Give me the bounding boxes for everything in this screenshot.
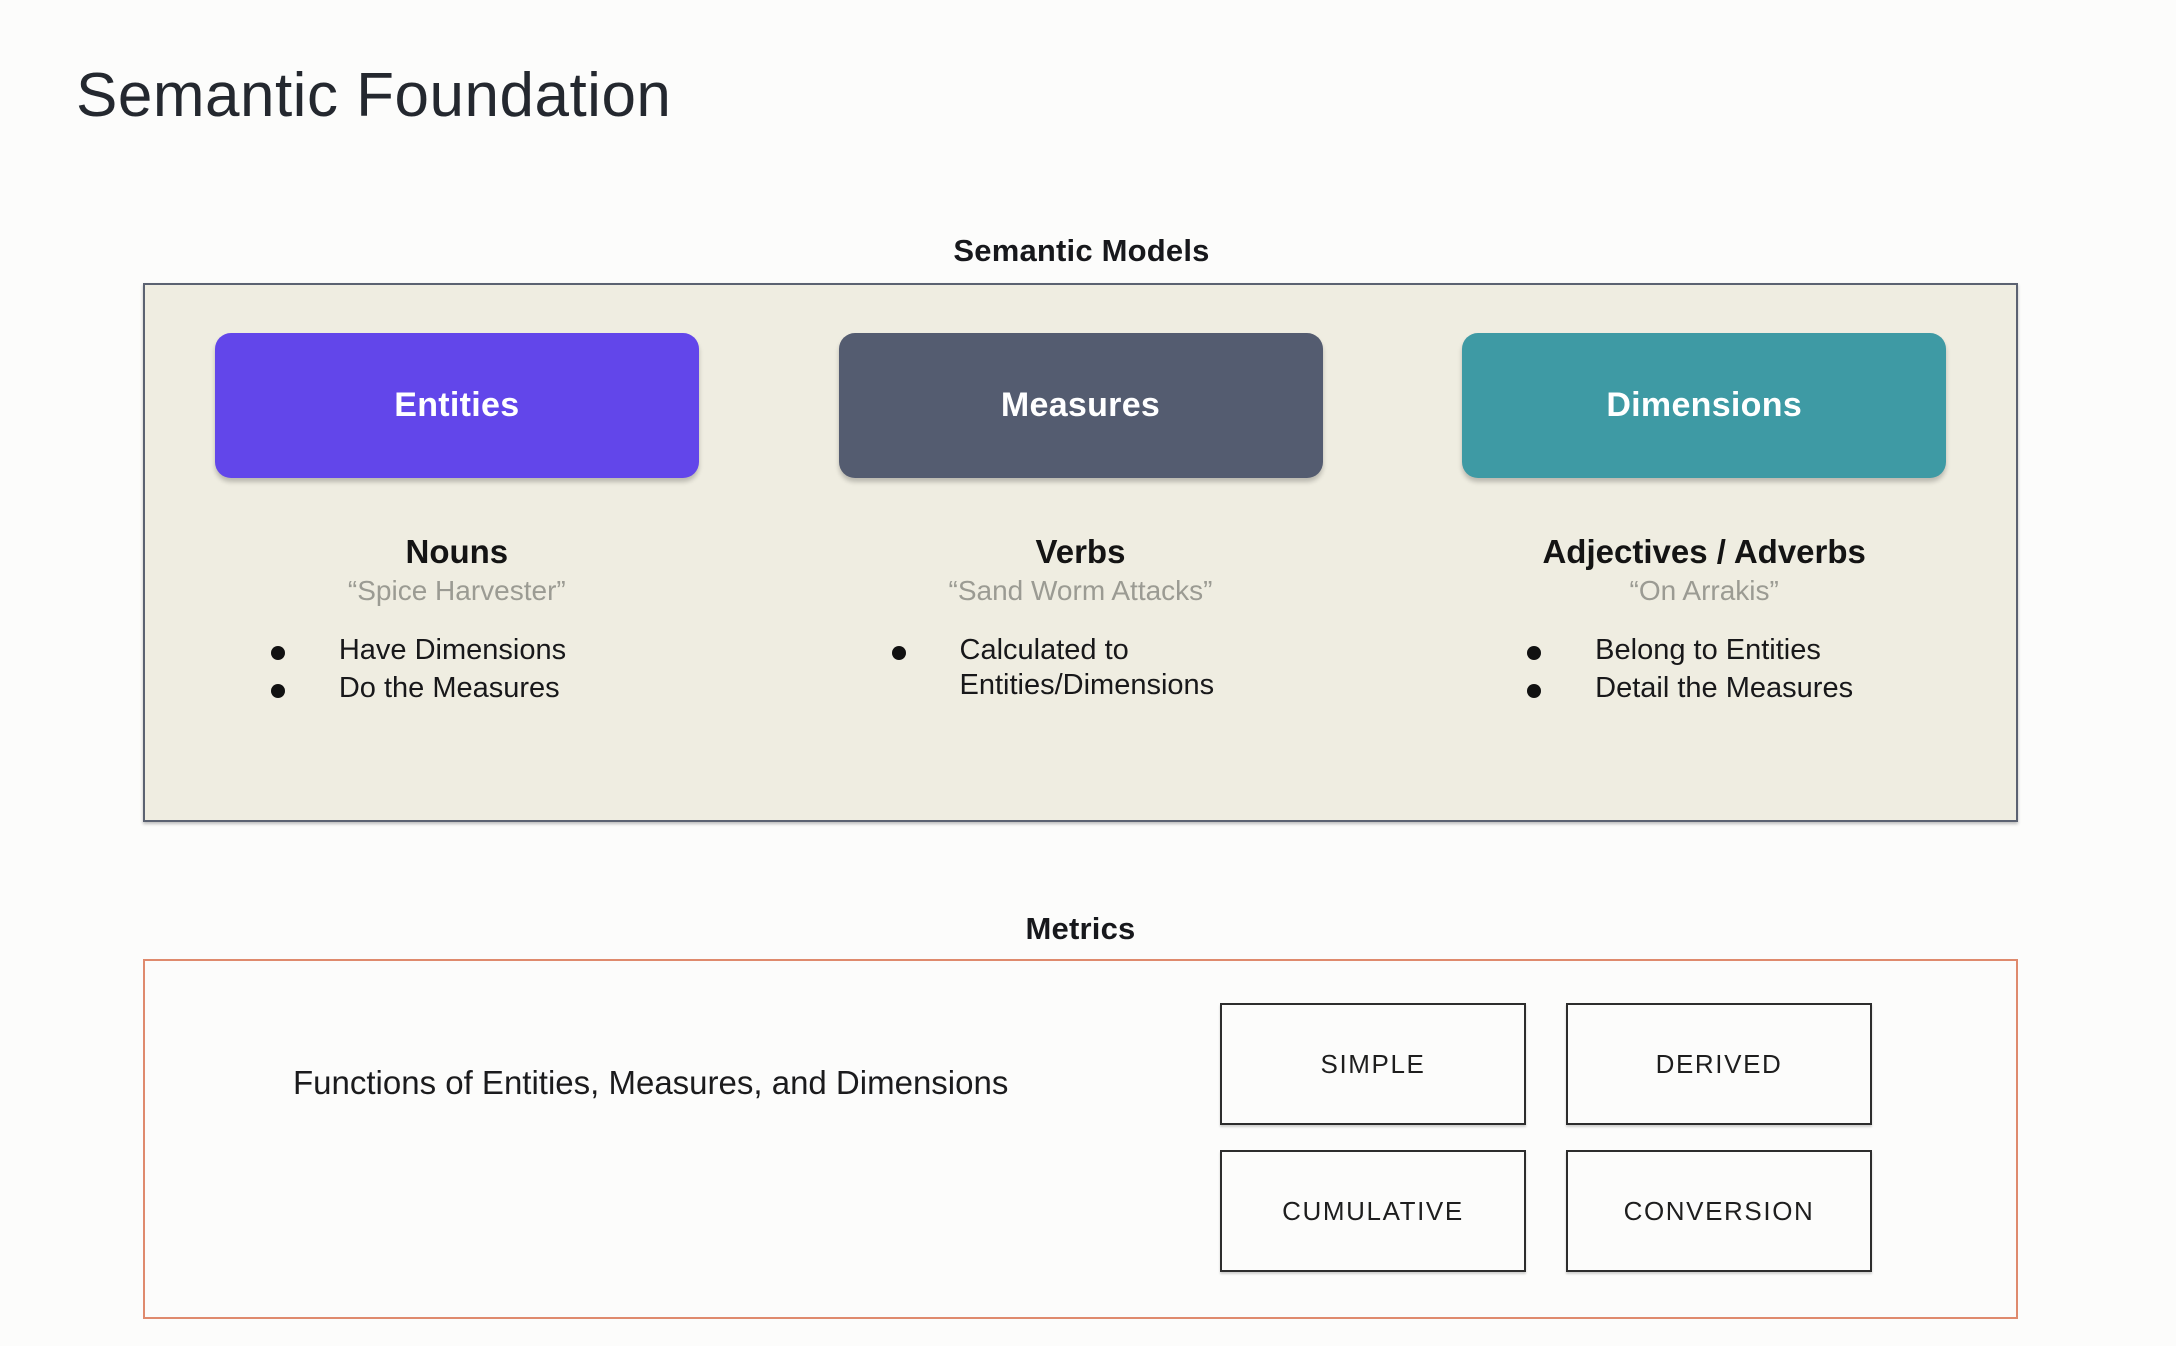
list-item: Calculated to Entities/Dimensions <box>891 633 1292 701</box>
list-item: Do the Measures <box>270 671 651 705</box>
list-item: Belong to Entities <box>1527 633 1917 667</box>
metric-type-cumulative[interactable]: CUMULATIVE <box>1220 1150 1526 1272</box>
entities-bullet-1: Do the Measures <box>338 671 560 704</box>
measures-example: “Sand Worm Attacks” <box>948 574 1213 606</box>
semantic-models-caption: Semantic Models <box>953 233 1210 268</box>
semantic-column-entities: Entities Nouns “Spice Harvester” Have Di… <box>145 285 769 820</box>
semantic-column-measures: Measures Verbs “Sand Worm Attacks” Calcu… <box>769 285 1393 820</box>
measures-pill[interactable]: Measures <box>838 333 1323 478</box>
semantic-column-dimensions: Dimensions Adjectives / Adverbs “On Arra… <box>1392 285 2016 820</box>
bullet-dot-icon <box>270 646 285 661</box>
bullet-dot-icon <box>1527 683 1542 698</box>
list-item: Have Dimensions <box>270 633 651 667</box>
bullet-dot-icon <box>891 646 906 661</box>
page-title: Semantic Foundation <box>76 61 672 130</box>
semantic-models-panel: Entities Nouns “Spice Harvester” Have Di… <box>143 283 2018 822</box>
dimensions-pill[interactable]: Dimensions <box>1462 333 1947 478</box>
dimensions-bullet-0: Belong to Entities <box>1595 634 1821 667</box>
bullet-dot-icon <box>1527 646 1542 661</box>
measures-heading: Verbs <box>1035 533 1126 570</box>
measures-bullet-0: Calculated to Entities/Dimensions <box>959 634 1215 701</box>
metric-type-grid: SIMPLE DERIVED CUMULATIVE CONVERSION <box>1220 1003 1872 1272</box>
measures-bullet-list: Calculated to Entities/Dimensions <box>758 633 1404 704</box>
bullet-dot-icon <box>270 683 285 698</box>
entities-pill[interactable]: Entities <box>214 333 699 478</box>
entities-heading: Nouns <box>405 533 509 570</box>
metric-type-conversion[interactable]: CONVERSION <box>1566 1150 1872 1272</box>
entities-bullet-list: Have Dimensions Do the Measures <box>141 633 773 707</box>
dimensions-bullet-list: Belong to Entities Detail the Measures <box>1374 633 2034 707</box>
dimensions-heading: Adjectives / Adverbs <box>1542 533 1866 570</box>
metric-type-derived[interactable]: DERIVED <box>1566 1003 1872 1125</box>
entities-bullet-0: Have Dimensions <box>338 634 567 667</box>
dimensions-example: “On Arrakis” <box>1629 574 1779 606</box>
metrics-panel: Functions of Entities, Measures, and Dim… <box>143 959 2018 1319</box>
semantic-models-columns: Entities Nouns “Spice Harvester” Have Di… <box>145 285 2016 820</box>
metrics-description: Functions of Entities, Measures, and Dim… <box>293 1064 1009 1101</box>
metrics-caption: Metrics <box>1025 911 1136 946</box>
list-item: Detail the Measures <box>1527 671 1917 705</box>
entities-example: “Spice Harvester” <box>347 574 566 606</box>
dimensions-bullet-1: Detail the Measures <box>1595 671 1854 704</box>
metric-type-simple[interactable]: SIMPLE <box>1220 1003 1526 1125</box>
